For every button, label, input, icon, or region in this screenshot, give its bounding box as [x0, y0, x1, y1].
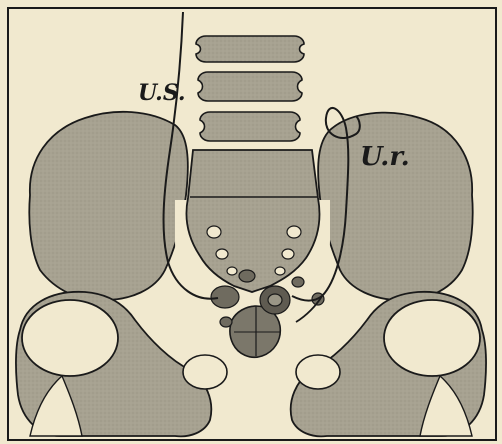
calculus-inner: [268, 294, 282, 306]
calculus-shadow: [220, 317, 232, 327]
left-ureter-label: U.S.: [138, 80, 186, 106]
sacral-foramen: [282, 249, 294, 259]
sacral-foramen: [227, 267, 237, 275]
lumbar-vertebrae: [196, 36, 304, 141]
vertebra: [198, 72, 302, 101]
calculus-shadow: [239, 270, 255, 282]
vertebra: [196, 36, 304, 62]
right-obturator-foramen: [296, 355, 340, 389]
calculus-shadow: [211, 286, 239, 308]
sacral-foramen: [275, 267, 285, 275]
left-obturator-foramen: [183, 355, 227, 389]
right-ilium: [318, 113, 473, 301]
sacral-foramen: [216, 249, 228, 259]
vertebra: [200, 112, 300, 141]
right-ureter-label: U.r.: [360, 142, 410, 172]
calculus-shadow: [292, 277, 304, 287]
right-femoral-head: [384, 300, 480, 376]
sacral-foramen: [287, 226, 301, 238]
sacral-foramen: [207, 226, 221, 238]
left-femoral-head: [22, 300, 118, 376]
